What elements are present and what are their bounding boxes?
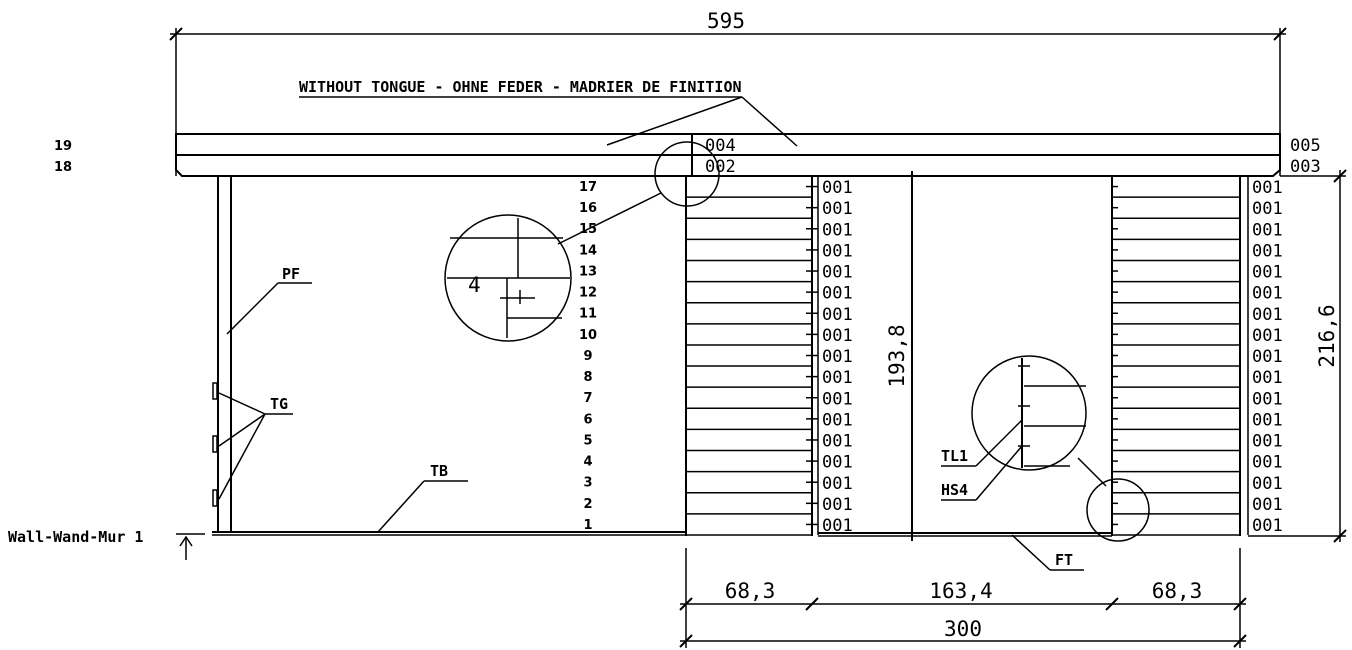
- log-tag: 001: [1252, 178, 1283, 198]
- log-tag: 001: [822, 495, 853, 515]
- log-tag: 001: [822, 410, 853, 430]
- log-tag: 001: [822, 453, 853, 473]
- corner-post: PF: [212, 176, 312, 532]
- log-tag: 001: [822, 305, 853, 325]
- log-tag: 001: [822, 220, 853, 240]
- dim-216-6: 216,6: [1315, 304, 1339, 367]
- bottom-rail: TB: [212, 462, 686, 536]
- log-tag: 001: [822, 516, 853, 536]
- log-tag: 001: [1252, 284, 1283, 304]
- row-number: 13: [579, 264, 597, 279]
- row-number: 2: [583, 497, 592, 512]
- tag-005: 005: [1290, 136, 1321, 156]
- tag-002: 002: [705, 157, 736, 177]
- row-number: 17: [579, 180, 597, 195]
- row-number: 11: [579, 307, 597, 322]
- wall-label: Wall-Wand-Mur 1: [8, 528, 143, 546]
- log-tag: 001: [1252, 368, 1283, 388]
- log-tag: 001: [822, 241, 853, 261]
- dim-595: 595: [707, 9, 745, 33]
- log-tag: 001: [822, 178, 853, 198]
- log-tag: 001: [1252, 410, 1283, 430]
- tag-003: 003: [1290, 157, 1321, 177]
- log-tag: 001: [822, 432, 853, 452]
- log-tag: 001: [1252, 326, 1283, 346]
- log-tag: 001: [1252, 220, 1283, 240]
- right-log-block: 0010010010010010010010010010010010010010…: [1111, 176, 1283, 536]
- log-tag: 001: [1252, 389, 1283, 409]
- dim-300: 300: [944, 617, 982, 641]
- row-number: 10: [579, 328, 597, 343]
- label-tl1: TL1: [941, 447, 968, 465]
- log-tag: 001: [1252, 474, 1283, 494]
- wall-height-dimension: 216,6: [1248, 169, 1347, 543]
- log-tag: 001: [1252, 241, 1283, 261]
- log-tag: 001: [822, 368, 853, 388]
- row-number: 6: [583, 412, 592, 427]
- log-tag: 001: [1252, 453, 1283, 473]
- row-number: 4: [583, 455, 592, 470]
- ft-callout: FT: [1011, 534, 1084, 571]
- log-tag: 001: [1252, 347, 1283, 367]
- label-ft: FT: [1055, 551, 1073, 569]
- row-number: 7: [583, 391, 592, 406]
- row-number: 1: [583, 518, 592, 533]
- top-note-text: WITHOUT TONGUE - OHNE FEDER - MADRIER DE…: [299, 78, 742, 96]
- log-tag: 001: [1252, 516, 1283, 536]
- top-logs: 19 18 004 002 005 003: [54, 133, 1321, 177]
- row-number: 14: [579, 243, 597, 258]
- log-tag: 001: [822, 347, 853, 367]
- log-tag: 001: [1252, 263, 1283, 283]
- row-number: 5: [583, 433, 592, 448]
- row-number: 16: [579, 201, 597, 216]
- log-tag: 001: [822, 284, 853, 304]
- label-tb: TB: [430, 462, 448, 480]
- row-number: 8: [583, 370, 592, 385]
- top-note: WITHOUT TONGUE - OHNE FEDER - MADRIER DE…: [299, 78, 798, 147]
- detail-circle-corner: 4: [444, 141, 720, 342]
- log-tag: 001: [822, 389, 853, 409]
- tag-004: 004: [705, 136, 736, 156]
- door-opening: 193,8: [818, 171, 1112, 541]
- log-tag: 001: [1252, 199, 1283, 219]
- log-tag: 001: [822, 474, 853, 494]
- row-19: 19: [54, 139, 72, 154]
- wall-reference: Wall-Wand-Mur 1: [8, 528, 205, 560]
- label-hs4: HS4: [941, 481, 968, 499]
- log-tag: 001: [1252, 305, 1283, 325]
- row-number: 12: [579, 286, 597, 301]
- detail-number: 4: [468, 273, 481, 297]
- dim-193-8: 193,8: [885, 324, 909, 387]
- log-tag: 001: [822, 326, 853, 346]
- log-tag: 001: [1252, 432, 1283, 452]
- detail-circle-door: TL1 HS4: [941, 355, 1150, 542]
- dim-right-68-3: 68,3: [1152, 579, 1203, 603]
- row-number: 9: [583, 349, 592, 364]
- bottom-dimensions: 68,3 163,4 68,3 300: [679, 548, 1247, 648]
- left-log-block: 0010010010010010010010010010010010010010…: [685, 176, 853, 536]
- tg-callout: TG: [218, 392, 293, 500]
- log-tag: 001: [822, 199, 853, 219]
- dim-left-68-3: 68,3: [725, 579, 776, 603]
- log-tag: 001: [1252, 495, 1283, 515]
- row-18: 18: [54, 160, 72, 175]
- label-tg: TG: [270, 395, 288, 413]
- row-number: 3: [583, 476, 592, 491]
- log-tag: 001: [822, 263, 853, 283]
- label-pf: PF: [282, 265, 300, 283]
- dim-163-4: 163,4: [929, 579, 992, 603]
